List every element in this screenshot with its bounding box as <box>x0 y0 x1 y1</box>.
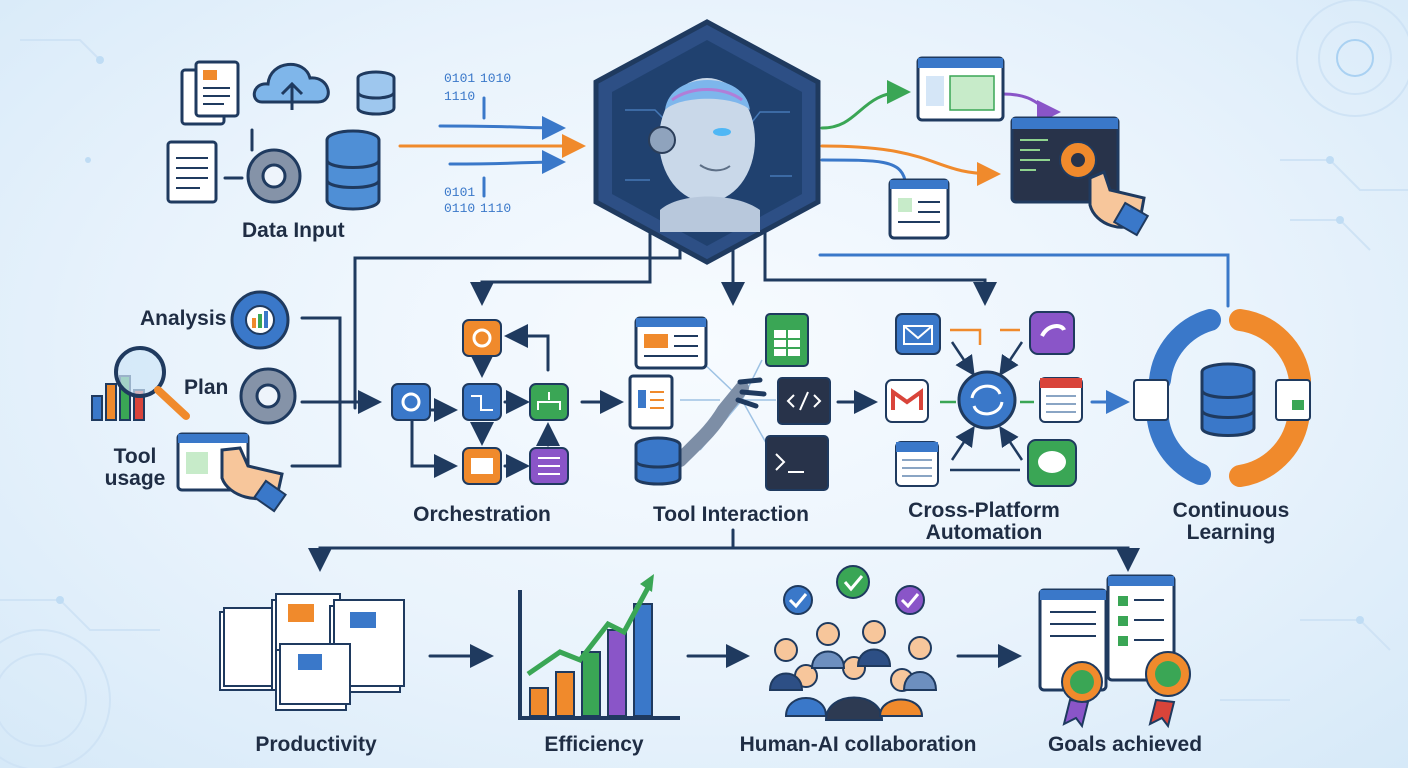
robot-ear-icon <box>648 126 676 154</box>
label-tool-interaction: Tool Interaction <box>653 503 809 526</box>
cycle-arrow-blue <box>1149 309 1221 391</box>
database-large-icon <box>325 129 381 211</box>
output-arrow-purple <box>1001 92 1061 124</box>
plan-gear-icon <box>239 367 297 425</box>
magnifier-chart-icon <box>91 346 190 421</box>
efficiency-chart-icon <box>518 574 680 720</box>
code-editor-icon <box>777 377 831 425</box>
database-stack-icon <box>634 436 682 486</box>
doc-icon <box>628 374 674 430</box>
tool-usage-window-icon <box>176 432 287 513</box>
database-icon <box>356 70 396 116</box>
learning-doc-icon <box>1133 379 1169 421</box>
label-human-ai: Human-AI collaboration <box>739 733 977 756</box>
award-badge-icon <box>1061 651 1191 729</box>
binary-top-3: 1110 <box>444 89 475 104</box>
team-collaboration-icon <box>768 565 938 721</box>
terminal-icon <box>765 435 829 491</box>
stream-arrow-blue-2 <box>448 150 566 175</box>
label-cross-platform: Cross-Platform Automation <box>908 500 1060 544</box>
document-icon <box>166 140 218 204</box>
sync-hub-icon <box>957 370 1017 430</box>
label-plan: Plan <box>184 376 229 399</box>
label-tool-usage-line1: Tool <box>113 445 157 468</box>
label-goals-achieved: Goals achieved <box>1047 733 1203 756</box>
label-cross-platform-line1: Cross-Platform <box>908 499 1060 522</box>
spreadsheet-window-icon <box>916 56 1005 122</box>
output-arrow-orange <box>820 144 1001 186</box>
binary-bottom-3: 1110 <box>480 201 511 216</box>
label-continuous-line1: Continuous <box>1172 499 1290 522</box>
documents-icon <box>180 60 240 126</box>
web-window-icon <box>634 316 708 370</box>
label-tool-usage-line2: usage <box>104 467 166 490</box>
binary-bottom-1: 0101 <box>444 185 475 200</box>
cycle-arrow-orange <box>1229 309 1311 391</box>
binary-top-2: 1010 <box>480 71 511 86</box>
form-window-icon <box>888 178 950 240</box>
label-tool-usage: Tool usage <box>105 446 166 490</box>
decor-ring <box>1296 0 1408 117</box>
robot-head <box>659 78 755 202</box>
output-arrow-green <box>820 80 911 130</box>
label-analysis: Analysis <box>140 307 227 330</box>
label-continuous-line2: Learning <box>1186 521 1276 544</box>
label-cross-platform-line2: Automation <box>925 521 1043 544</box>
binary-top-1: 0101 <box>444 71 475 86</box>
app-logo-icon <box>1029 311 1075 355</box>
orch-gear-blue-icon <box>391 383 431 421</box>
robot-arm-icon <box>673 377 767 467</box>
label-data-input: Data Input <box>242 219 345 242</box>
sheets-icon <box>765 313 809 367</box>
stream-arrow-blue <box>438 115 566 140</box>
learning-database-icon <box>1200 362 1256 437</box>
orch-gear-orange-icon <box>462 319 502 357</box>
cloud-upload-icon <box>252 62 330 110</box>
analysis-gear-icon <box>230 290 290 350</box>
label-efficiency: Efficiency <box>544 733 644 756</box>
binary-bottom-2: 0110 <box>444 201 475 216</box>
label-orchestration: Orchestration <box>413 503 551 526</box>
label-productivity: Productivity <box>255 733 377 756</box>
label-continuous-learning: Continuous Learning <box>1173 500 1290 544</box>
gear-icon <box>246 148 302 204</box>
robot-brain-icon <box>665 80 750 110</box>
hand-pointer-icon <box>1088 169 1150 237</box>
